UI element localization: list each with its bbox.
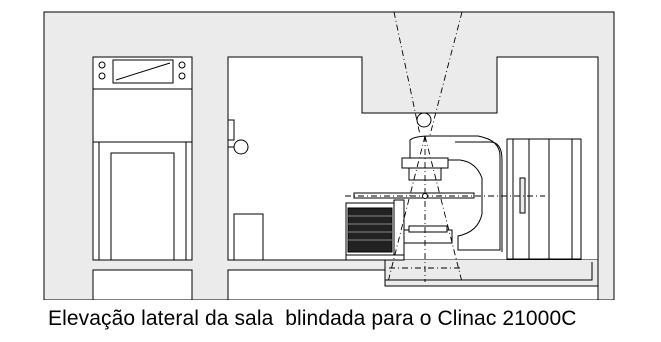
shielded-room-elevation-diagram — [43, 11, 615, 300]
linac-stand — [506, 138, 582, 260]
control-room-door — [93, 141, 192, 261]
floor-pit-inner — [385, 262, 593, 281]
cabinet — [233, 213, 264, 261]
diagram-caption: Elevação lateral da sala blindada para o… — [48, 307, 577, 330]
wall-lamp — [233, 139, 249, 155]
lower-space-left — [92, 269, 193, 300]
treatment-couch — [345, 192, 475, 261]
imager-panel — [403, 225, 453, 244]
control-console — [93, 59, 192, 90]
ceiling-laser — [416, 112, 432, 128]
isocenter — [422, 193, 428, 199]
wall-panel — [227, 119, 235, 141]
beam-lines — [345, 11, 545, 283]
floor-pit — [384, 260, 599, 287]
